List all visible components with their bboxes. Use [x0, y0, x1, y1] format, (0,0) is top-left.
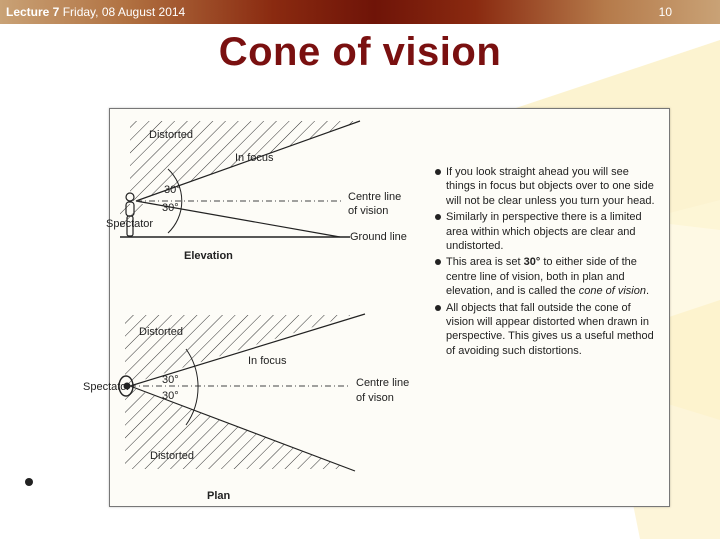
cone-of-vision-figure: Distorted In focus 30° 30° Centre line o…	[83, 108, 670, 507]
note-angle-value: 30°	[523, 256, 541, 269]
plan-upper-ray	[129, 313, 366, 387]
elevation-distorted-label: Distorted	[149, 129, 194, 141]
bullet-ornament	[25, 478, 33, 486]
slide-header: Lecture 7 Friday, 08 August 2014 10	[0, 0, 720, 24]
elevation-spectator-figure	[125, 192, 135, 237]
elevation-centre-line-label: Centre line	[348, 191, 402, 203]
plan-centre-line-label: Centre line	[356, 377, 410, 389]
note-text-pre: This area is set	[446, 256, 524, 269]
page-number: 10	[658, 5, 672, 19]
notes-list: If you look straight ahead you will see …	[434, 165, 660, 360]
plan-in-focus-label: In focus	[248, 355, 287, 367]
elevation-upper-ray	[135, 120, 361, 202]
plan-spectator-label: Spectator	[83, 381, 131, 393]
lecture-label: Lecture 7	[6, 5, 60, 19]
plan-angle-bottom-label: 30°	[162, 390, 179, 402]
note-text: Similarly in perspective there is a limi…	[446, 211, 642, 253]
slide-title: Cone of vision	[218, 30, 502, 74]
note-text: If you look straight ahead you will see …	[446, 166, 655, 207]
elevation-ground-line-label: Ground line	[350, 231, 407, 243]
plan-angle-arc	[185, 348, 199, 426]
elevation-angle-arc	[167, 168, 183, 234]
elevation-angle-top-label: 30°	[164, 184, 181, 196]
plan-distorted-hatch-bottom	[125, 387, 350, 469]
note-item: This area is set 30° to either side of t…	[434, 255, 660, 298]
plan-angle-top-label: 30°	[162, 374, 179, 386]
plan-caption: Plan	[207, 490, 231, 502]
note-text: All objects that fall outside the cone o…	[446, 301, 654, 357]
plan-lower-ray	[129, 385, 356, 472]
lecture-info: Lecture 7 Friday, 08 August 2014	[6, 0, 185, 24]
note-item: All objects that fall outside the cone o…	[434, 301, 660, 359]
elevation-spectator-label: Spectator	[106, 218, 154, 230]
note-term: cone of vision	[578, 285, 646, 298]
plan-distorted-top-label: Distorted	[139, 326, 184, 338]
plan-centre-line-label-2: of vison	[356, 392, 394, 404]
elevation-angle-bottom-label: 30°	[162, 202, 179, 214]
elevation-centre-line-label-2: of vision	[348, 205, 389, 217]
note-item: If you look straight ahead you will see …	[434, 165, 660, 208]
elevation-caption: Elevation	[184, 250, 233, 262]
note-text-mid: to either side of the centre line of vis…	[446, 256, 637, 298]
diagram-drawing	[118, 120, 366, 472]
plan-spectator-figure	[118, 375, 134, 397]
elevation-in-focus-label: In focus	[235, 152, 274, 164]
elevation-lower-ray	[135, 200, 341, 238]
lecture-date: Friday, 08 August 2014	[62, 5, 186, 19]
note-item: Similarly in perspective there is a limi…	[434, 210, 660, 253]
plan-distorted-bottom-label: Distorted	[150, 450, 195, 462]
note-text-post: .	[645, 285, 650, 298]
